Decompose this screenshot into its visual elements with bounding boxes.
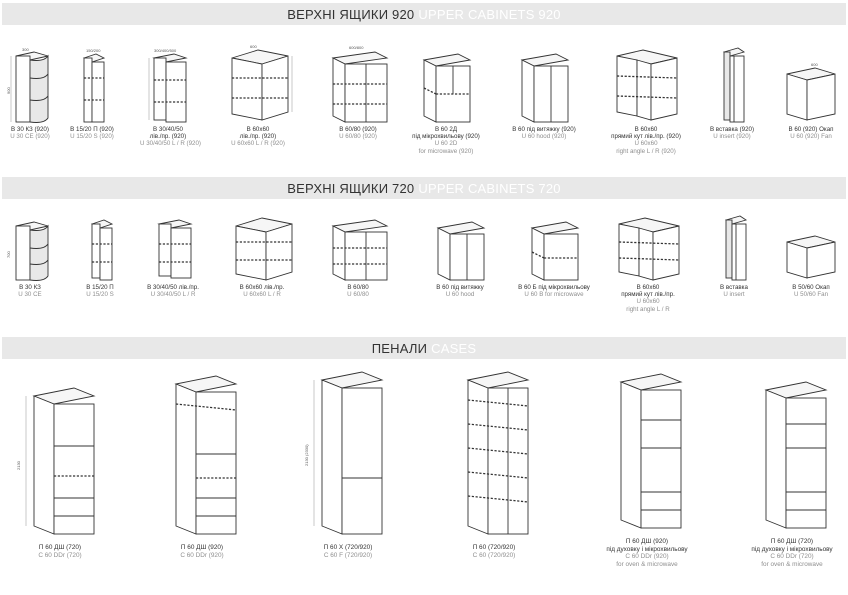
dim-label: 600 bbox=[250, 44, 257, 49]
cabinet-caption: В 60х60 прямий кут лів./пр. (920) U 60х6… bbox=[611, 126, 681, 155]
cabinet-item: 150/200 В 15/20 П (920) U 15/20 S (920) bbox=[70, 48, 114, 140]
cabinet-drawing: 600/800 bbox=[331, 45, 389, 123]
case-drawing bbox=[174, 375, 238, 535]
cabinet-caption: В 50/60 Окап U 50/60 Fan bbox=[792, 284, 830, 299]
case-item: 2130 П 60 ДШ (720) C 60 DDr (720) bbox=[10, 376, 110, 559]
cabinet-drawing: 700 bbox=[6, 221, 49, 281]
cabinet-item: 600/800 В 60/80 (920) U 60/80 (920) bbox=[322, 44, 394, 140]
case-caption: П 60 Х (720/920) C 60 F (720/920) bbox=[323, 544, 373, 559]
cabinet-item: 600 В 60х60 лів./пр. (920) U 60х60 L / R… bbox=[222, 44, 294, 148]
cabinet-caption: В 15/20 П U 15/20 S bbox=[86, 284, 114, 299]
cabinet-drawing bbox=[331, 219, 389, 281]
cabinet-item: В 60х60 прямий кут лів./пр. (920) U 60х6… bbox=[606, 44, 686, 155]
section-title-en: UPPER CABINETS 720 bbox=[418, 180, 561, 196]
case-drawing: 2130 bbox=[16, 387, 96, 535]
cabinet-drawing bbox=[722, 47, 746, 123]
case-item: П 60 (720/920) C 60 (720/920) bbox=[444, 366, 544, 559]
cabinet-drawing bbox=[520, 53, 570, 123]
case-item: 2130 (2330) П 60 Х (720/920) C 60 F (720… bbox=[296, 366, 400, 559]
cabinet-item: В 30/40/50 лів./пр. U 30/40/50 L / R bbox=[140, 214, 206, 298]
cabinet-drawing bbox=[530, 221, 580, 281]
cabinet-caption: В 60 під витяжку (920) U 60 hood (920) bbox=[512, 126, 576, 141]
case-caption: П 60 ДШ (720) C 60 DDr (720) bbox=[38, 544, 82, 559]
cabinet-caption: В 60 (920) Окап U 60 (920) Fan bbox=[788, 126, 834, 141]
section-title-ua: ВЕРХНІ ЯЩИКИ 720 bbox=[287, 180, 415, 196]
cabinet-caption: В вставка U insert bbox=[720, 284, 748, 299]
cabinet-item: 300/400/500 В 30/40/50 лів./пр. (920) U … bbox=[140, 48, 201, 148]
cabinet-item: В вставка (920) U insert (920) bbox=[704, 44, 760, 140]
cabinet-item: В 60 Б під мікрохвильову U 60 B for micr… bbox=[510, 214, 598, 298]
cabinet-drawing: 600 bbox=[786, 62, 836, 121]
cabinet-item: 900 300 В 30 КЗ (920) U 30 CE (920) bbox=[6, 47, 54, 141]
cabinet-drawing: 300/400/500 bbox=[148, 48, 188, 123]
cabinet-caption: В 30 КЗ (920) U 30 CE (920) bbox=[10, 126, 50, 141]
cabinet-item: 600 В 60 (920) Окап U 60 (920) Fan bbox=[778, 58, 844, 140]
case-caption: П 60 ДШ (920) C 60 DDr (920) bbox=[180, 544, 224, 559]
cabinet-item: В 15/20 П U 15/20 S bbox=[78, 214, 122, 298]
cabinet-drawing bbox=[436, 221, 486, 281]
dim-label: 2130 bbox=[16, 460, 21, 470]
cabinet-caption: В 60х60 лів./пр. (920) U 60х60 L / R (92… bbox=[231, 126, 285, 148]
section-title-en: UPPER CABINETS 920 bbox=[418, 6, 561, 22]
cabinet-caption: В 60х60 прямий кут лів./пр. U 60х60 righ… bbox=[621, 284, 675, 313]
cabinet-caption: В 30/40/50 лів./пр. (920) U 30/40/50 L /… bbox=[140, 126, 201, 148]
cabinet-caption: В 30 КЗ U 30 CE bbox=[18, 284, 42, 299]
dim-label: 2130 (2330) bbox=[304, 444, 309, 466]
case-drawing bbox=[764, 381, 828, 529]
section-title-ua: ПЕНАЛИ bbox=[371, 340, 428, 356]
cabinet-caption: В 15/20 П (920) U 15/20 S (920) bbox=[70, 126, 114, 141]
dim-label: 700 bbox=[6, 251, 11, 258]
cabinet-caption: В вставка (920) U insert (920) bbox=[709, 126, 755, 141]
case-item: П 60 ДШ (920) C 60 DDr (920) bbox=[152, 370, 252, 559]
cabinet-caption: В 30/40/50 лів./пр. U 30/40/50 L / R bbox=[147, 284, 199, 299]
case-caption: П 60 ДШ (720) під духовку і мікрохвильов… bbox=[751, 538, 833, 568]
case-drawing bbox=[619, 373, 683, 529]
cabinet-drawing bbox=[90, 219, 114, 281]
cabinet-caption: В 60х60 лів./пр. U 60х60 L / R bbox=[239, 284, 285, 299]
cabinet-drawing bbox=[422, 53, 472, 123]
cabinet-item: В вставка U insert bbox=[706, 212, 762, 298]
cabinet-drawing: 600 bbox=[231, 44, 293, 121]
case-drawing bbox=[466, 371, 530, 535]
case-caption: П 60 (720/920) C 60 (720/920) bbox=[472, 544, 516, 559]
cabinet-caption: В 60 Б під мікрохвильову U 60 B for micr… bbox=[518, 284, 590, 299]
cabinet-caption: В 60 2Д під мікрохвильову (920) U 60 2D … bbox=[412, 126, 480, 155]
cabinet-drawing bbox=[724, 215, 748, 281]
cabinet-drawing: 900 300 bbox=[6, 47, 49, 123]
section-header-cases: ПЕНАЛИ CASES bbox=[2, 337, 846, 359]
cabinet-item: В 60х60 лів./пр. U 60х60 L / R bbox=[222, 212, 302, 298]
cabinet-item: В 60 2Д під мікрохвильову (920) U 60 2D … bbox=[410, 46, 482, 155]
dim-label: 600 bbox=[811, 62, 818, 67]
cabinet-item: В 60 під витяжку (920) U 60 hood (920) bbox=[508, 46, 580, 140]
cabinet-caption: В 60/80 (920) U 60/80 (920) bbox=[339, 126, 377, 141]
cabinet-drawing bbox=[235, 217, 293, 281]
case-caption: П 60 ДШ (920) під духовку і мікрохвильов… bbox=[606, 538, 688, 568]
cabinet-drawing bbox=[157, 219, 193, 279]
cabinet-item: В 60х60 прямий кут лів./пр. U 60х60 righ… bbox=[608, 212, 688, 313]
case-item: П 60 ДШ (920) під духовку і мікрохвильов… bbox=[592, 368, 702, 568]
cabinet-item: В 50/60 Окап U 50/60 Fan bbox=[778, 228, 844, 298]
dim-label: 900 bbox=[6, 87, 11, 94]
section-header-upper-920: ВЕРХНІ ЯЩИКИ 920 UPPER CABINETS 920 bbox=[2, 3, 846, 25]
section-header-upper-720: ВЕРХНІ ЯЩИКИ 720 UPPER CABINETS 720 bbox=[2, 177, 846, 199]
cabinet-item: 700 В 30 КЗ U 30 CE bbox=[6, 218, 54, 298]
cabinet-drawing bbox=[786, 235, 836, 279]
cabinet-drawing bbox=[616, 49, 678, 121]
cabinet-caption: В 60 під витяжку U 60 hood bbox=[436, 284, 484, 299]
dim-label: 300 bbox=[22, 47, 29, 52]
case-item: П 60 ДШ (720) під духовку і мікрохвильов… bbox=[740, 376, 844, 568]
cabinet-drawing: 150/200 bbox=[82, 48, 106, 123]
dim-label: 300/400/500 bbox=[154, 48, 177, 53]
section-title-en: CASES bbox=[431, 340, 477, 356]
case-drawing: 2130 (2330) bbox=[304, 371, 384, 535]
cabinet-item: В 60/80 U 60/80 bbox=[322, 212, 394, 298]
section-title-ua: ВЕРХНІ ЯЩИКИ 920 bbox=[287, 6, 415, 22]
dim-label: 150/200 bbox=[86, 48, 101, 53]
cabinet-item: В 60 під витяжку U 60 hood bbox=[424, 214, 496, 298]
cabinet-caption: В 60/80 U 60/80 bbox=[347, 284, 369, 299]
cabinet-drawing bbox=[618, 217, 680, 281]
dim-label: 600/800 bbox=[349, 45, 364, 50]
